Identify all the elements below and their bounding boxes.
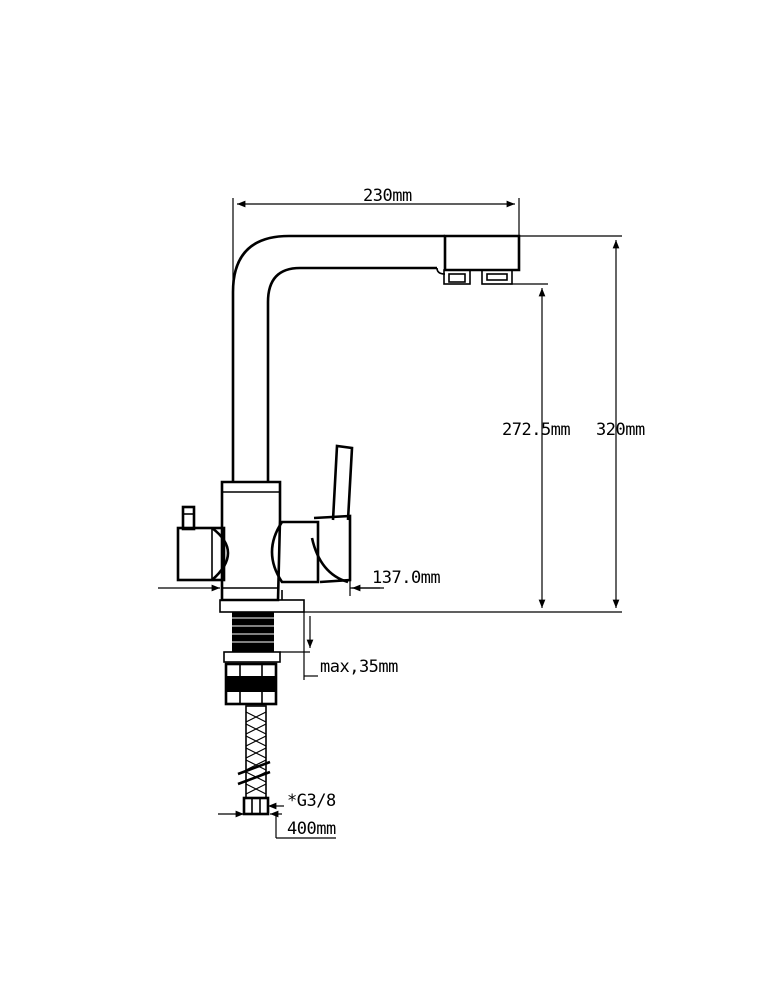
braided-hose: [237, 705, 271, 816]
label-total-height: 320mm: [596, 420, 645, 440]
label-spout-height: 272.5mm: [502, 420, 570, 440]
left-valve: [176, 505, 230, 582]
label-width-top: 230mm: [363, 186, 412, 206]
outlet-left: [443, 269, 471, 285]
threaded-shank: [223, 612, 281, 663]
label-max-thickness: max,35mm: [320, 657, 398, 677]
label-hose-length: 400mm: [287, 819, 336, 839]
dimension-lines: [158, 198, 622, 839]
spout-inner: [266, 266, 437, 482]
main-body: [220, 480, 282, 602]
dimension-labels: 230mm 272.5mm 320mm 137.0mm max,35mm *G3…: [287, 186, 645, 839]
label-thread: *G3/8: [287, 791, 336, 811]
spout-head: [443, 234, 521, 272]
faucet-outline: [176, 234, 521, 816]
outlet-right: [481, 269, 513, 285]
mounting-nut: [224, 662, 278, 706]
right-handle: [270, 444, 354, 584]
left-knob: [181, 505, 196, 531]
label-base-width: 137.0mm: [372, 568, 440, 588]
